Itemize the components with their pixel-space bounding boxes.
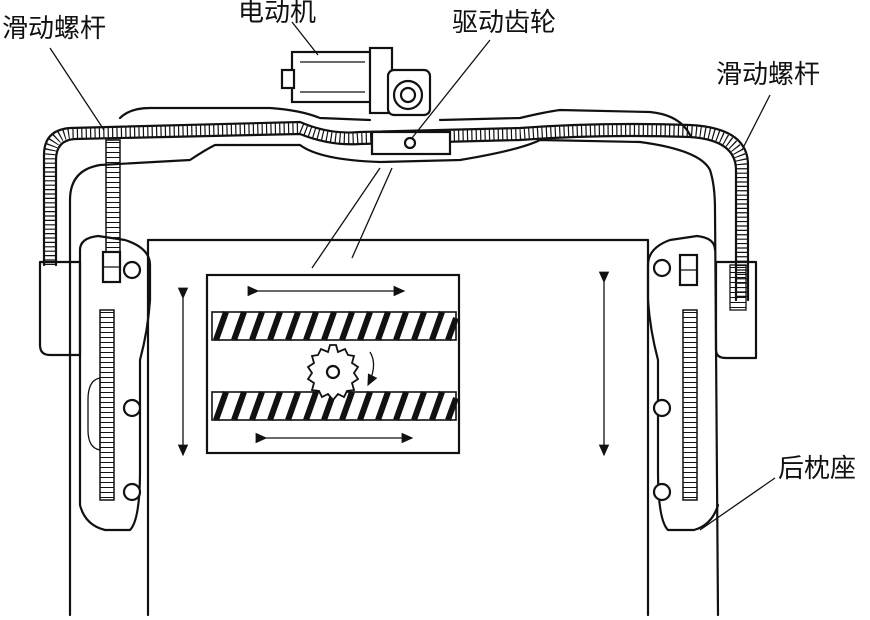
- seat-frame: [68, 138, 720, 617]
- label-motor: 电动机: [238, 0, 317, 28]
- left-guide-strip: [38, 139, 152, 532]
- screw-gear-window: [205, 273, 461, 455]
- label-sliding-screw-left: 滑动螺杆: [2, 14, 107, 44]
- upper-frame-band: [118, 106, 692, 137]
- leader-lines: [49, 21, 776, 531]
- drive-gear-detail: [306, 344, 378, 402]
- right-guide-strip: [646, 234, 758, 532]
- vertical-motion-arrows: [177, 271, 610, 457]
- label-drive-gear: 驱动齿轮: [452, 8, 557, 38]
- label-headrest-base: 后枕座: [778, 454, 857, 484]
- motor: [280, 46, 452, 156]
- top-sliding-screw-rail: [42, 120, 750, 302]
- label-sliding-screw-right: 滑动螺杆: [716, 60, 821, 90]
